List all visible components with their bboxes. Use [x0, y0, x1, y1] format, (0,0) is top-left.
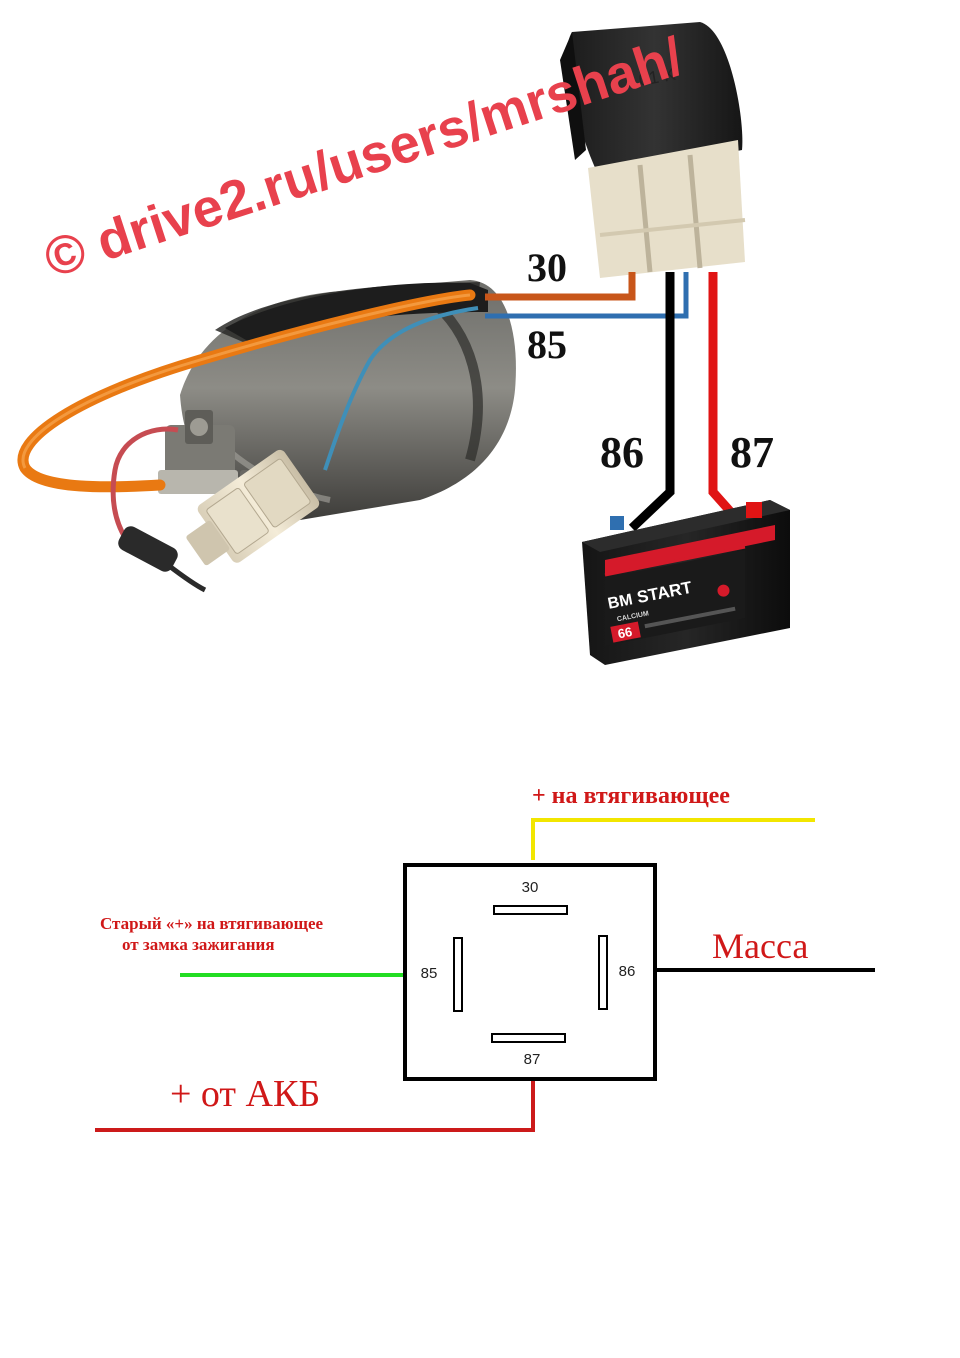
contact-30	[493, 905, 568, 915]
relay-schematic: 30 85 86 87 + на втягивающее Старый «+» …	[95, 783, 875, 1132]
thin-red-wire	[110, 426, 179, 547]
pin-label-87: 87	[524, 1051, 541, 1068]
relay: 01 K	[560, 22, 746, 278]
negative-terminal	[610, 516, 624, 530]
pin-label-85: 85	[421, 965, 438, 982]
battery-label-panel	[605, 550, 745, 646]
thin-blue-wire	[323, 306, 479, 471]
wire-label-87: 87	[730, 428, 774, 477]
label-ground: Масса	[712, 926, 808, 966]
white-connector	[186, 449, 320, 566]
contact-85	[453, 937, 463, 1012]
battery-capacity: 66	[616, 624, 633, 641]
contact-87	[491, 1033, 566, 1043]
wire-red-battery	[95, 1080, 535, 1132]
contact-86	[598, 935, 608, 1010]
label-solenoid: + на втягивающее	[532, 783, 730, 809]
pin-label-86: 86	[619, 963, 636, 980]
relay-socket	[588, 140, 745, 278]
wire-label-85: 85	[527, 322, 567, 367]
photo-section: 01 K 30 85 86 87 BM START	[17, 22, 790, 665]
wire-label-30: 30	[527, 245, 567, 290]
wire-87-red	[708, 272, 749, 531]
positive-terminal	[746, 502, 762, 518]
wire-yellow-solenoid	[531, 818, 815, 860]
battery-brand-bm: BM	[606, 591, 634, 612]
relay-housing	[566, 22, 743, 178]
label-old-plus-line1: Старый «+» на втягивающее	[100, 914, 324, 933]
label-old-plus-line2: от замка зажигания	[122, 935, 275, 954]
relay-box	[403, 863, 657, 1081]
solenoid-terminal	[165, 425, 235, 480]
wire-86-black	[628, 272, 675, 532]
label-from-battery: + от АКБ	[170, 1073, 320, 1115]
wire-85-blue	[485, 272, 689, 319]
heatshrink-sleeve	[118, 526, 178, 572]
wire-30-orange	[485, 272, 636, 301]
pin-label-30: 30	[522, 879, 539, 896]
wire-label-86: 86	[600, 428, 644, 477]
battery: BM START CALCIUM 66	[582, 500, 790, 665]
